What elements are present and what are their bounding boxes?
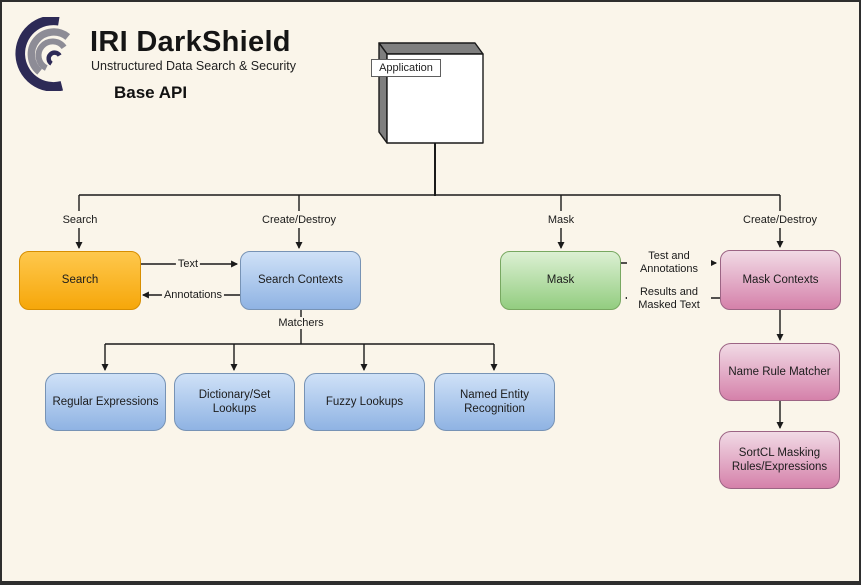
application-cube bbox=[378, 42, 484, 144]
edge-label-results-and-masked-text: Results and Masked Text bbox=[627, 285, 711, 313]
node-search: Search bbox=[19, 251, 141, 310]
diagram-title: Base API bbox=[114, 83, 188, 102]
node-sortcl-masking-rules: SortCL Masking Rules/Expressions bbox=[719, 431, 840, 489]
application-node-label: Application bbox=[371, 59, 441, 77]
node-dictionary-set-lookups: Dictionary/Set Lookups bbox=[174, 373, 295, 431]
node-search-contexts: Search Contexts bbox=[240, 251, 361, 310]
edge-label-text: Text bbox=[175, 258, 201, 270]
brand-title: IRI DarkShield bbox=[90, 26, 291, 58]
edge-label-test-and-annotations: Test and Annotations bbox=[627, 249, 711, 277]
edge-label-mask: Mask bbox=[545, 214, 577, 226]
node-fuzzy-lookups: Fuzzy Lookups bbox=[304, 373, 425, 431]
edge-label-matchers: Matchers bbox=[276, 317, 326, 329]
node-named-entity-recognition: Named Entity Recognition bbox=[434, 373, 555, 431]
iri-darkshield-logo-icon bbox=[15, 17, 71, 91]
node-mask-contexts: Mask Contexts bbox=[720, 250, 841, 310]
node-regular-expressions: Regular Expressions bbox=[45, 373, 166, 431]
node-name-rule-matcher: Name Rule Matcher bbox=[719, 343, 840, 401]
edge-label-annotations: Annotations bbox=[161, 289, 225, 301]
edge-label-create-destroy-mask: Create/Destroy bbox=[741, 214, 819, 226]
brand-subtitle: Unstructured Data Search & Security bbox=[91, 59, 296, 73]
edge-label-search: Search bbox=[60, 214, 100, 226]
edge-label-create-destroy-search: Create/Destroy bbox=[260, 214, 338, 226]
node-mask: Mask bbox=[500, 251, 621, 310]
